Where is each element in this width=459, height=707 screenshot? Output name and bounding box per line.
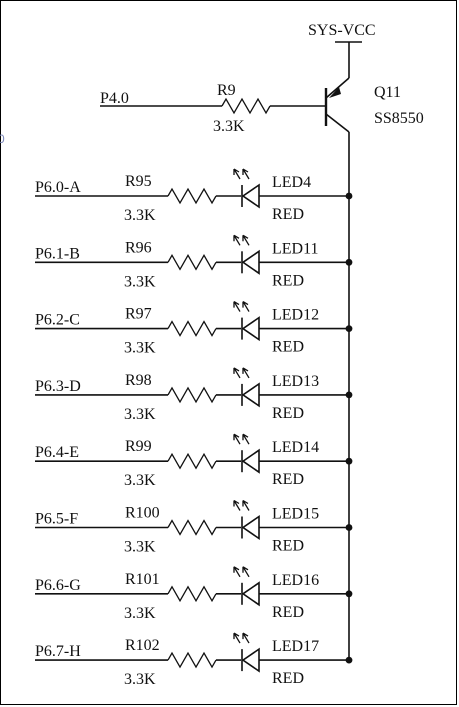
led-color: RED: [272, 538, 304, 555]
led-ref: LED13: [272, 373, 319, 390]
led-emission-arrow-icon: [233, 566, 241, 578]
channel-net-label: P6.3-D: [35, 378, 81, 395]
led-diode-icon: [241, 382, 260, 408]
led-emission-arrow-icon: [233, 433, 241, 445]
supply-label: SYS-VCC: [308, 22, 376, 39]
channel-net-label: P6.5-F: [35, 511, 78, 528]
channel-resistor-symbol: [167, 519, 217, 536]
led-ref: LED17: [272, 638, 319, 655]
led-emission-arrow-icon: [242, 632, 250, 644]
led-ref: LED4: [272, 174, 311, 191]
channel-net-label: P6.7-H: [35, 643, 81, 660]
driver-resistor-value: 3.3K: [213, 118, 245, 135]
led-ref: LED11: [272, 240, 319, 257]
channel-resistor-value: 3.3K: [124, 207, 156, 224]
channel-resistor-value: 3.3K: [124, 273, 156, 290]
led-color: RED: [272, 604, 304, 621]
junction-dot: [345, 524, 353, 531]
channel-resistor-symbol: [167, 386, 217, 404]
channel-resistor-ref: R99: [125, 438, 152, 455]
led-ref: LED12: [272, 307, 319, 324]
pnp-transistor-symbol: [324, 77, 350, 133]
led-emission-arrow-icon: [242, 168, 250, 180]
channel-net-label: P6.0-A: [35, 179, 81, 196]
led-emission-arrow-icon: [233, 234, 241, 246]
channel-resistor-value: 3.3K: [124, 605, 156, 622]
led-diode-icon: [241, 249, 260, 275]
led-emission-arrow-icon: [242, 367, 250, 379]
channel-resistor-value: 3.3K: [124, 539, 156, 556]
led-diode-icon: [241, 647, 260, 673]
channel-net-label: P6.1-B: [35, 245, 80, 262]
junction-dot: [345, 192, 353, 200]
led-emission-arrow-icon: [242, 234, 250, 246]
junction-dot: [345, 325, 353, 332]
channel-resistor-value: 3.3K: [124, 671, 156, 688]
driver-resistor-symbol: [221, 97, 271, 115]
driver-input-net: P4.0: [100, 90, 129, 107]
channel-resistor-symbol: [167, 320, 217, 337]
led-emission-arrow-icon: [233, 499, 241, 511]
led-emission-arrow-icon: [233, 168, 241, 180]
channel-resistor-value: 3.3K: [124, 406, 156, 423]
channel-resistor-ref: R102: [125, 637, 160, 654]
led-emission-arrow-icon: [233, 301, 241, 312]
channel-resistor-symbol: [167, 651, 217, 669]
junction-dot: [345, 457, 353, 465]
led-ref: LED16: [272, 572, 319, 589]
led-diode-icon: [241, 581, 260, 607]
channel-net-label: P6.2-C: [35, 312, 80, 329]
channel-net-label: P6.6-G: [35, 577, 81, 594]
led-emission-arrow-icon: [242, 566, 250, 578]
led-color: RED: [272, 405, 304, 422]
led-diode-icon: [241, 183, 260, 209]
junction-dot: [345, 391, 353, 399]
led-color: RED: [272, 670, 304, 687]
junction-dot: [345, 656, 353, 664]
led-color: RED: [272, 471, 304, 488]
channel-net-label: P6.4-E: [35, 444, 79, 461]
channel-resistor-symbol: [167, 585, 217, 603]
led-emission-arrow-icon: [233, 367, 241, 379]
led-diode-icon: [241, 448, 260, 474]
junction-dot: [345, 258, 353, 266]
driver-resistor-ref: R9: [217, 82, 236, 99]
led-ref: LED15: [272, 506, 319, 523]
led-diode-icon: [241, 514, 260, 541]
channel-resistor-ref: R98: [125, 372, 152, 389]
channel-resistor-ref: R95: [125, 173, 152, 190]
led-emission-arrow-icon: [242, 499, 250, 511]
edge-mark: 0: [0, 132, 5, 146]
led-color: RED: [272, 206, 304, 223]
led-emission-arrow-icon: [242, 301, 250, 312]
led-color: RED: [272, 339, 304, 356]
led-emission-arrow-icon: [242, 433, 250, 445]
led-color: RED: [272, 272, 304, 289]
transistor-part: SS8550: [374, 110, 424, 127]
channel-resistor-symbol: [167, 187, 217, 205]
led-diode-icon: [241, 316, 260, 342]
channel-resistor-ref: R100: [125, 505, 160, 522]
channel-resistor-value: 3.3K: [124, 340, 156, 357]
channel-resistor-ref: R96: [125, 239, 152, 256]
channel-resistor-symbol: [167, 452, 217, 470]
led-ref: LED14: [272, 439, 319, 456]
channel-resistor-symbol: [167, 253, 217, 271]
junction-dot: [345, 590, 353, 598]
led-emission-arrow-icon: [233, 632, 241, 644]
channel-resistor-value: 3.3K: [124, 472, 156, 489]
transistor-ref: Q11: [374, 84, 401, 101]
channel-resistor-ref: R97: [125, 306, 152, 323]
channel-resistor-ref: R101: [125, 571, 160, 588]
